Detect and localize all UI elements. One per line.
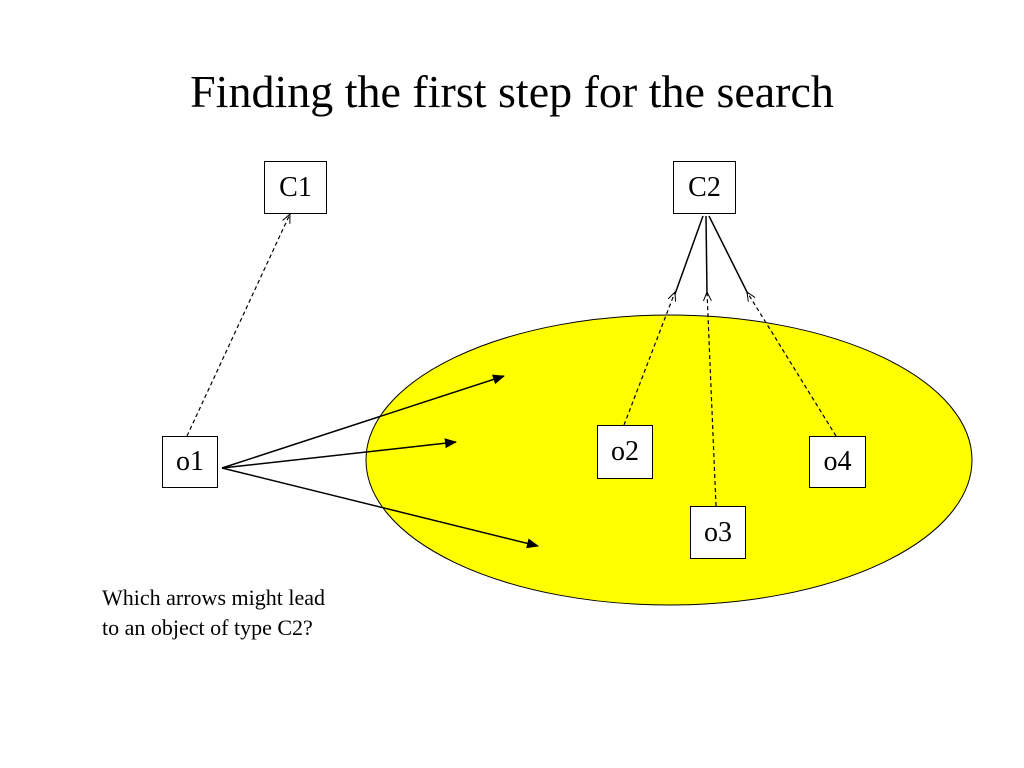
edge-o1-to-region-top [221,374,505,469]
object-node-o4: o4 [809,436,866,488]
question-caption: Which arrows might lead to an object of … [102,583,422,643]
edge-o1-to-c1 [186,214,291,437]
caption-line-2: to an object of type C2? [102,615,313,640]
edge-o3-to-c2 [707,292,717,507]
class-node-c1: C1 [264,161,327,214]
edge-c2-solid-right [708,215,749,295]
object-node-o3: o3 [690,506,746,559]
edge-o1-to-region-middle [221,438,457,469]
object-node-o2: o2 [597,425,653,479]
edge-c2-solid-middle [705,215,708,295]
caption-line-1: Which arrows might lead [102,585,325,610]
edge-o1-to-region-bottom [221,467,539,549]
edge-o2-to-c2 [623,292,675,426]
edge-c2-solid-left [674,215,704,295]
slide-title: Finding the first step for the search [190,66,834,117]
class-node-c2: C2 [673,161,736,214]
object-node-o1: o1 [162,436,218,488]
c2-region-ellipse [365,314,973,606]
edge-o4-to-c2 [747,292,837,437]
